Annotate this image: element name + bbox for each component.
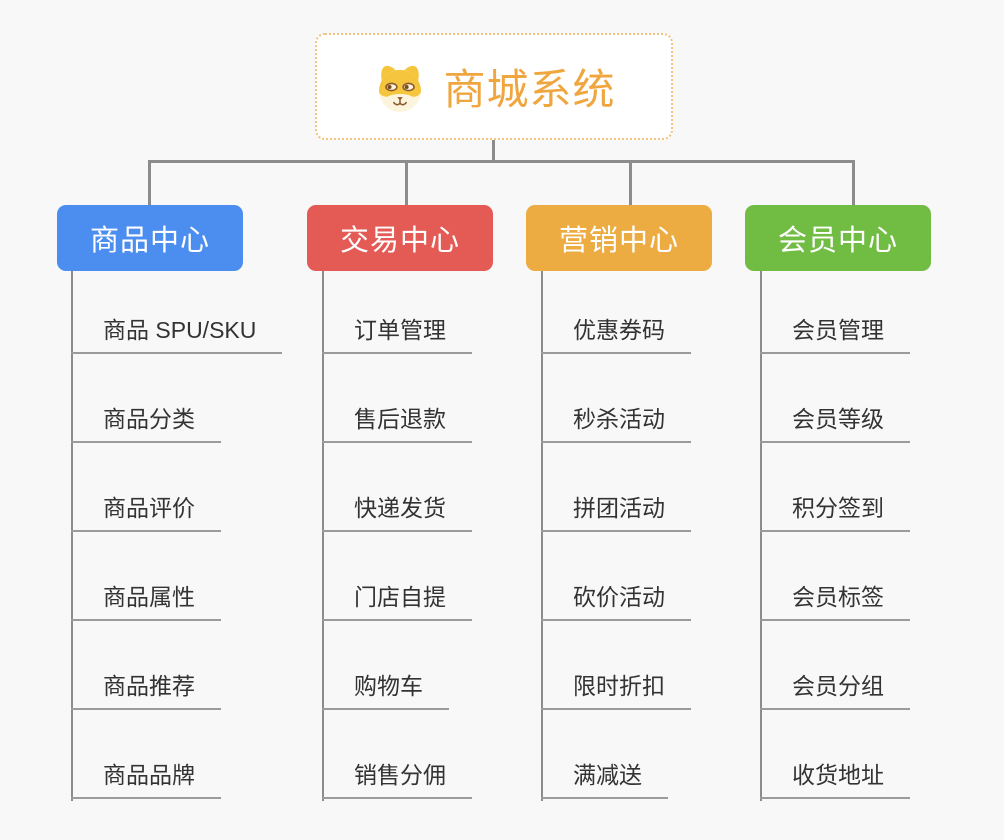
node-member-management[interactable]: 会员管理 <box>760 316 910 354</box>
node-after-sales-refund[interactable]: 售后退款 <box>322 405 472 443</box>
branch-header-product-center[interactable]: 商品中心 <box>57 205 243 271</box>
node-bargain[interactable]: 砍价活动 <box>541 583 691 621</box>
node-store-pickup[interactable]: 门店自提 <box>322 583 472 621</box>
node-flash-sale[interactable]: 秒杀活动 <box>541 405 691 443</box>
doge-face-icon <box>379 65 422 112</box>
node-shipping-address[interactable]: 收货地址 <box>760 761 910 799</box>
connector-root-drop <box>492 139 495 163</box>
connector-drop-product <box>148 160 151 205</box>
branch-label-trade-center: 交易中心 <box>339 225 460 257</box>
connector-drop-marketing <box>629 160 632 205</box>
node-member-group[interactable]: 会员分组 <box>760 672 910 710</box>
node-points-checkin[interactable]: 积分签到 <box>760 494 910 532</box>
connector-branch-marketing <box>541 271 543 801</box>
node-product-brand[interactable]: 商品品牌 <box>71 761 221 799</box>
node-express-delivery[interactable]: 快递发货 <box>322 494 472 532</box>
node-product-review[interactable]: 商品评价 <box>71 494 221 532</box>
branch-header-trade-center[interactable]: 交易中心 <box>307 205 493 271</box>
root-node[interactable]: 商城系统 <box>315 33 673 140</box>
node-time-limited-discount[interactable]: 限时折扣 <box>541 672 691 710</box>
node-product-recommend[interactable]: 商品推荐 <box>71 672 221 710</box>
node-group-buy[interactable]: 拼团活动 <box>541 494 691 532</box>
branch-label-product-center: 商品中心 <box>89 225 210 257</box>
node-shopping-cart[interactable]: 购物车 <box>322 672 449 710</box>
connector-drop-member <box>852 160 855 205</box>
connector-drop-trade <box>405 160 408 205</box>
node-product-spu-sku[interactable]: 商品 SPU/SKU <box>71 316 283 354</box>
branch-header-marketing-center[interactable]: 营销中心 <box>526 205 712 271</box>
branch-label-member-center: 会员中心 <box>777 225 898 257</box>
node-full-reduction[interactable]: 满减送 <box>541 761 668 799</box>
branch-label-marketing-center: 营销中心 <box>558 225 679 257</box>
connector-branch-member <box>760 271 762 801</box>
node-coupon-code[interactable]: 优惠券码 <box>541 316 691 354</box>
connector-trunk <box>148 160 855 163</box>
node-product-category[interactable]: 商品分类 <box>71 405 221 443</box>
connector-branch-product <box>71 271 73 801</box>
node-product-attribute[interactable]: 商品属性 <box>71 583 221 621</box>
root-title: 商城系统 <box>443 66 616 113</box>
node-member-tag[interactable]: 会员标签 <box>760 583 910 621</box>
node-sales-commission[interactable]: 销售分佣 <box>322 761 472 799</box>
node-member-level[interactable]: 会员等级 <box>760 405 910 443</box>
connector-branch-trade <box>322 271 324 801</box>
node-order-management[interactable]: 订单管理 <box>322 316 472 354</box>
branch-header-member-center[interactable]: 会员中心 <box>745 205 931 271</box>
